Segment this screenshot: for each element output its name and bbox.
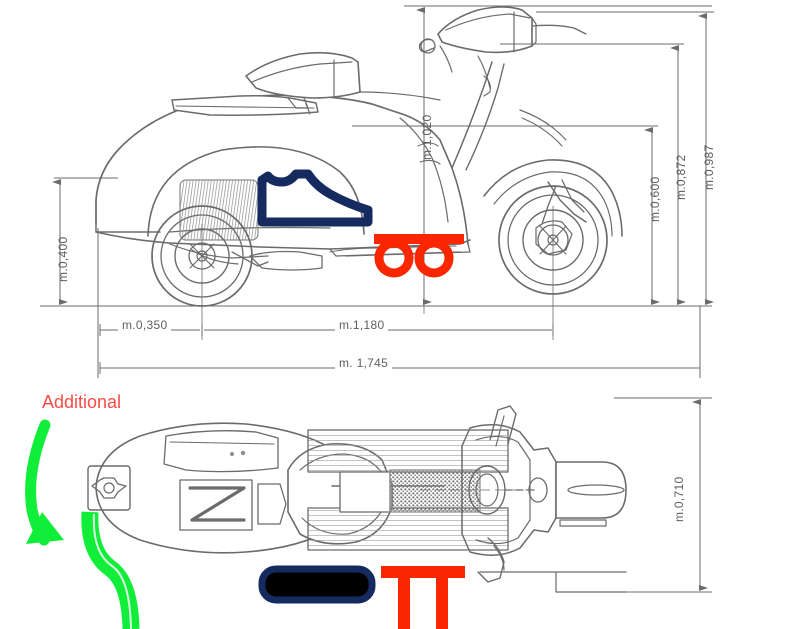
seat-outline: [245, 51, 361, 99]
additional-annotation-label: Additional: [42, 392, 122, 412]
plan-handlebar-lower2: [493, 545, 505, 571]
red-plan-top-bar: [381, 566, 465, 578]
seat-post: [305, 103, 311, 115]
body-bottom-line: [95, 231, 331, 250]
dimension-label-height-overall: m.1,020: [420, 114, 434, 160]
red-wheel-assembly-side: [374, 234, 464, 278]
rear-rack: [171, 95, 319, 116]
seat-rear-block2: [357, 61, 361, 93]
red-wheel-left-side: [374, 238, 414, 278]
red-plan-leg-right: [436, 576, 448, 629]
green-added-part: [81, 511, 140, 629]
plan-z-bracket-box: [179, 479, 253, 531]
plan-rear-dot1: [230, 452, 234, 456]
front-fork-2: [561, 179, 585, 213]
handlebar-top-crease: [445, 13, 531, 31]
exhaust-muffler: [249, 250, 323, 271]
floorboard-edge: [329, 248, 337, 257]
blue-black-pad: [258, 565, 376, 604]
red-wheel-right-side: [414, 238, 454, 278]
cable-detail: [483, 75, 491, 97]
green-curved-arrow: [25, 419, 64, 546]
plan-side-bracket: [257, 483, 287, 525]
seat-bracket: [287, 97, 309, 109]
plan-handlebar-stem: [489, 405, 517, 445]
dimension-label-rear-overhang: m.0,350: [118, 318, 172, 332]
plan-taillight: [91, 477, 127, 499]
plan-rear-dot2: [240, 450, 246, 456]
legshield-fold2: [419, 159, 441, 165]
green-band-outer: [81, 511, 140, 629]
dimension-label-wheelbase: m.1,180: [335, 318, 389, 332]
body-right-upper: [359, 91, 441, 101]
dimension-label-handlebar-height-outer: m.0,987: [702, 144, 716, 190]
front-fender: [483, 159, 623, 237]
red-wheel-assembly-plan: [381, 566, 465, 629]
plan-handlebar-stem2: [495, 415, 505, 447]
green-band-highlight: [92, 513, 132, 629]
front-shock: [541, 185, 557, 225]
dimension-label-handlebar-height-inner: m.0,872: [674, 154, 688, 200]
rear-right-panel2: [521, 117, 563, 147]
green-arrow-head: [26, 512, 64, 544]
steering-column: [451, 61, 493, 169]
plan-rear-panel: [163, 430, 279, 473]
red-axle-bar-side: [374, 234, 464, 244]
seat-crease: [251, 61, 353, 83]
side-view-group: [95, 6, 623, 307]
brake-lever: [439, 45, 453, 73]
plan-front-fender: [555, 461, 627, 519]
front-fender-inner: [493, 171, 613, 237]
rear-cowl-arc: [147, 146, 365, 237]
plan-taillight-center: [103, 482, 115, 494]
handlebar-right-extension: [531, 24, 587, 35]
plan-lower-front-edge: [555, 571, 627, 593]
dimension-label-seat-height: m.0,600: [648, 176, 662, 222]
handlebar-body: [437, 6, 533, 54]
control-linkage: [477, 55, 491, 89]
plan-front-fender-tab: [559, 519, 607, 527]
steering-column-2: [465, 63, 505, 171]
front-brake-plate: [535, 220, 573, 255]
plan-handlebar-lower: [477, 537, 505, 583]
kickstart: [231, 251, 269, 267]
plan-center-tunnel: [339, 471, 391, 513]
dimension-label-length-overall: m. 1,745: [335, 356, 393, 370]
plan-legshield: [461, 424, 557, 556]
plan-tail-plate: [87, 465, 131, 511]
rear-body-lower-edge: [95, 223, 161, 233]
blue-shoe-outline: [257, 169, 373, 227]
plan-view-dimension-lines: [420, 397, 712, 593]
swingarm: [191, 249, 239, 265]
red-plan-leg-left: [398, 576, 410, 629]
dimension-label-width-overall: m.0,710: [672, 476, 686, 522]
plan-front-fender-slot: [567, 484, 625, 496]
plan-floorboard-lower: [307, 507, 509, 551]
rear-rack-inner: [175, 105, 315, 109]
plan-tunnel-hatch: [389, 469, 481, 513]
plan-view-group: [87, 405, 627, 593]
plan-rear-panel-inner: [169, 441, 275, 445]
legshield-back-edge: [399, 117, 449, 223]
plan-floorboard: [307, 429, 509, 473]
dimension-label-ground-clearance-rear: m.0,400: [56, 236, 70, 282]
frame-tube-lower: [345, 243, 471, 257]
rear-right-panel: [519, 109, 567, 141]
plan-z-bracket-z: [188, 486, 246, 522]
